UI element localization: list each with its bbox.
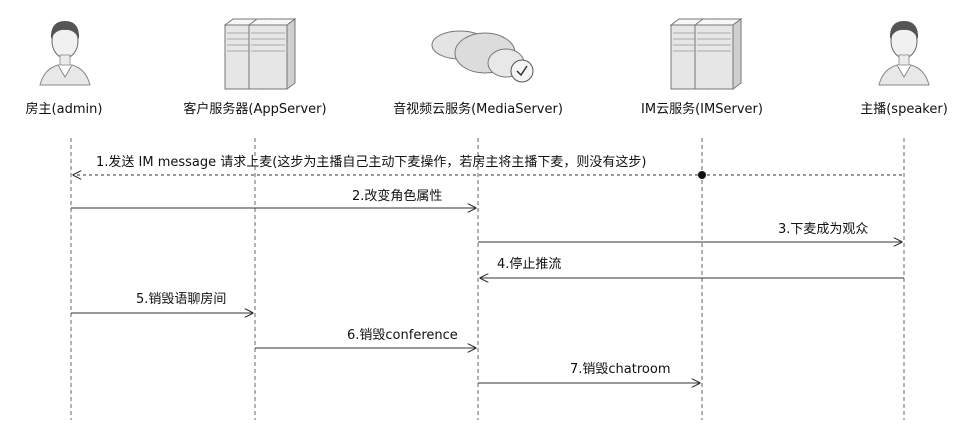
cloud-icon [431,30,534,83]
participant-label-app: 客户服务器(AppServer) [183,101,326,117]
message-origin-dot [698,171,706,179]
person-icon [39,21,91,86]
server-icon [669,18,743,90]
participant-label-speaker: 主播(speaker) [860,102,948,117]
message-label-7: 7.销毁chatroom [570,362,670,377]
participant-label-im: IM云服务(IMServer) [641,101,763,117]
message-label-1: 1.发送 IM message 请求上麦(这步为主播自己主动下麦操作，若房主将主… [96,154,646,170]
message-label-4: 4.停止推流 [497,256,561,272]
message-label-6: 6.销毁conference [347,328,458,343]
message-label-5: 5.销毁语聊房间 [136,291,226,307]
message-label-2: 2.改变角色属性 [352,188,442,204]
person-icon [878,21,930,86]
participant-label-media: 音视频云服务(MediaServer) [393,101,563,117]
message-label-3: 3.下麦成为观众 [778,222,868,237]
participant-label-admin: 房主(admin) [26,101,103,117]
server-icon [223,18,297,90]
